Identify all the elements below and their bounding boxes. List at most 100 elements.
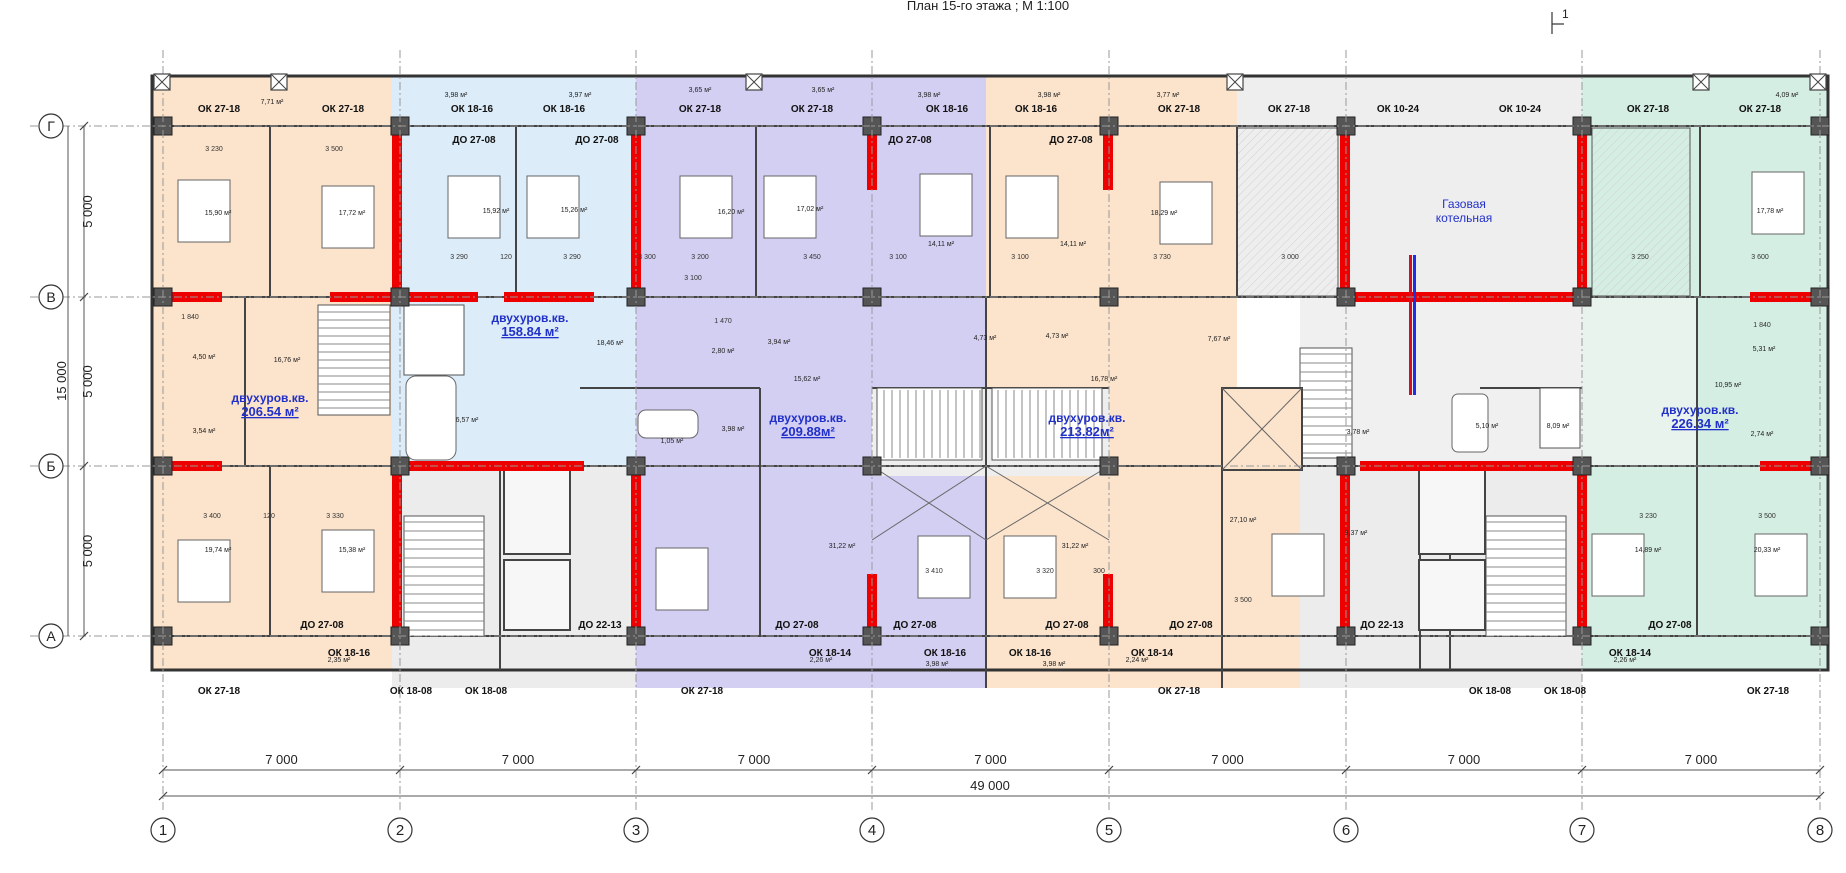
outer-walls [150,74,1830,672]
inner-dimension: 120 [263,513,275,520]
window-mark: ОК 27-18 [198,686,241,697]
axis-label-col: 5 [1105,822,1113,839]
axis-label-col: 8 [1816,822,1824,839]
room-area: 17,02 м² [797,206,824,213]
dim-bottom-label: 7 000 [1448,752,1481,767]
inner-dimension: 1 840 [1753,322,1771,329]
axis-bubble-col [1569,817,1595,843]
apartment-labels: двухуров.кв.206.54 м²двухуров.кв.158.84 … [232,197,1739,439]
room-area: 3,65 м² [689,87,712,94]
inner-dimension: 3 410 [925,568,943,575]
dim-bottom-label: 7 000 [265,752,298,767]
axis-bubble-col [1096,817,1122,843]
axis-bubble-row [38,284,64,310]
section-mark [1551,12,1564,34]
room-area: 3,78 м² [1347,429,1370,436]
dim-tick [79,292,89,302]
axis-bubble-row [38,453,64,479]
elevator-shafts [503,387,1486,631]
dim-bottom-label: 7 000 [502,752,535,767]
room-area: 3,94 м² [768,339,791,346]
window-mark: ОК 27-18 [322,104,365,115]
inner-dimension: 3 290 [450,254,468,261]
room-area: 2,35 м² [328,657,351,664]
apartment-type-label: двухуров.кв. [1662,403,1739,417]
room-area: 3,54 м² [193,428,216,435]
inner-dimension: 3 450 [803,254,821,261]
room-area: 27,10 м² [1230,517,1257,524]
window-mark: ОК 18-08 [465,686,508,697]
section-mark-label: 1 [1562,7,1569,21]
axis-label-row: А [46,628,56,644]
room-area: 16,76 м² [274,357,301,364]
apartment-type-label: двухуров.кв. [232,391,309,405]
dim-total-label: 49 000 [970,778,1010,793]
door-mark: ДО 27-08 [300,620,344,631]
dim-tick [631,765,641,775]
axis-label-col: 4 [868,822,876,839]
dim-tick [79,121,89,131]
room-area: 9,37 м² [1345,530,1368,537]
window-mark: ОК 27-18 [791,104,834,115]
apt5-hall [1582,297,1697,467]
dimension-ticks [79,121,1825,801]
axis-bubble-row [38,113,64,139]
room-area: 10,95 м² [1715,382,1742,389]
window-mark: ОК 18-08 [1469,686,1512,697]
dim-tick [79,631,89,641]
inner-dimension: 3 500 [325,146,343,153]
room-area: 3,98 м² [926,661,949,668]
axis-label-col: 7 [1578,822,1586,839]
window-mark: ОК 18-16 [1009,648,1052,659]
door-mark: ДО 22-13 [1360,620,1404,631]
vent-box-x [153,73,1827,91]
inner-dimension: 3 200 [691,254,709,261]
room-area: 15,38 м² [339,547,366,554]
door-mark: ДО 27-08 [1049,135,1093,146]
window-mark: ОК 18-16 [543,104,586,115]
window-mark: ОК 27-18 [198,104,241,115]
axis-label-row: Г [47,118,55,134]
inner-dimension: 120 [500,254,512,261]
inner-dimension: 3 320 [1036,568,1054,575]
room-area: 5,31 м² [1753,346,1776,353]
window-mark: ОК 18-08 [390,686,433,697]
room-area: 3,98 м² [722,426,745,433]
inner-dimension: 3 230 [1639,513,1657,520]
room-area: 3,97 м² [569,92,592,99]
room-area: 4,50 м² [193,354,216,361]
room-area: 17,78 м² [1757,208,1784,215]
dim-tick [1815,791,1825,801]
inner-dimension: 3 600 [1751,254,1769,261]
room-area: 20,33 м² [1754,547,1781,554]
inner-dimension: 3 400 [203,513,221,520]
window-mark: ОК 27-18 [1268,104,1311,115]
room-area: 3,98 м² [445,92,468,99]
apartment-area-label: 209.88м² [781,424,835,439]
room-area: 3,98 м² [918,92,941,99]
door-mark: ДО 27-08 [1045,620,1089,631]
room-area: 2,74 м² [1751,431,1774,438]
door-mark: ДО 27-08 [775,620,819,631]
dim-tick [158,765,168,775]
inner-dimension: 3 000 [1281,254,1299,261]
dim-tick [158,791,168,801]
room-area: 3,77 м² [1157,92,1180,99]
window-mark: ОК 18-16 [451,104,494,115]
apartment-area-label: 158.84 м² [501,324,559,339]
dim-tick [1104,765,1114,775]
axis-bubble-col [150,817,176,843]
axis-bubble-col [1333,817,1359,843]
door-mark: ДО 27-08 [575,135,619,146]
axis-label-col: 1 [159,822,167,839]
room-area: 16,78 м² [1091,376,1118,383]
apartment-area-label: 206.54 м² [241,404,299,419]
room-area: 2,80 м² [712,348,735,355]
apartment-type-label: двухуров.кв. [770,411,847,425]
bathtubs [405,375,1489,461]
room-area: 18,46 м² [597,340,624,347]
dim-tick [1577,765,1587,775]
dim-tick [1815,765,1825,775]
room-area: 14,11 м² [928,241,955,248]
